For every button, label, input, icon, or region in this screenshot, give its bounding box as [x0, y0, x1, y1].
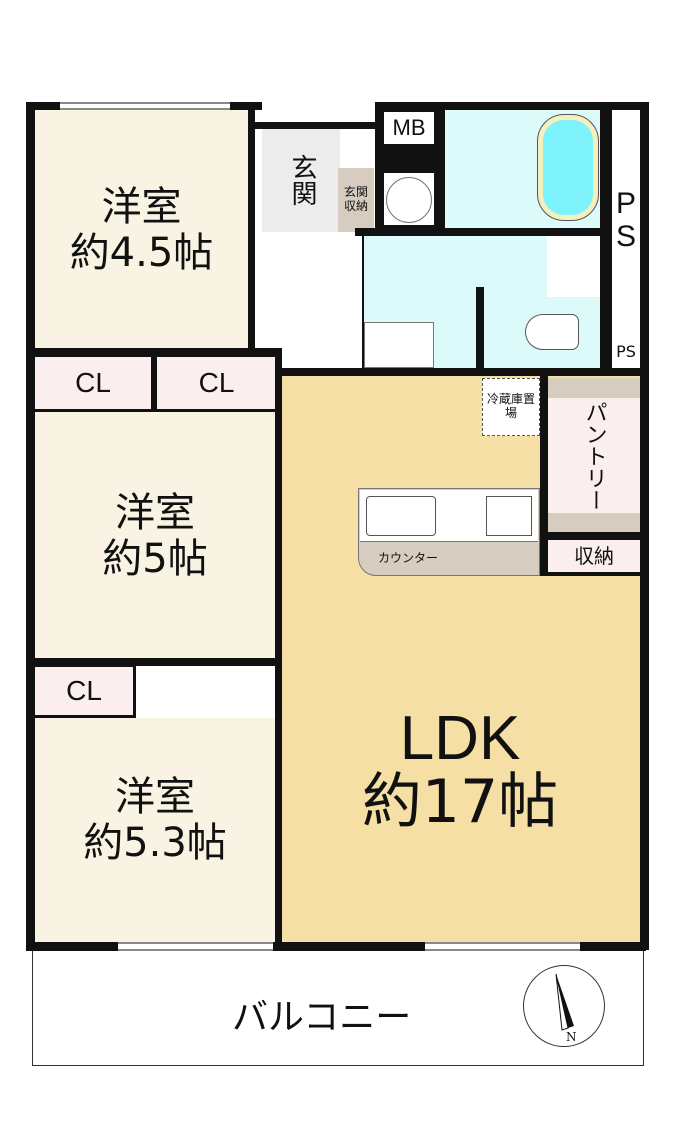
ldk-size: 約17帖	[361, 767, 559, 838]
western-room-3	[35, 718, 275, 942]
closet-label: CL	[198, 367, 235, 398]
room-name: 洋室	[115, 774, 195, 820]
room-name: 洋室	[115, 490, 195, 536]
pipe-space: PS	[612, 112, 640, 327]
fridge-space: 冷蔵庫置場	[482, 378, 540, 436]
balcony	[32, 951, 644, 1066]
wall	[275, 348, 282, 948]
entrance-storage-label: 玄関収納	[343, 185, 368, 213]
wall	[540, 532, 645, 540]
toilet-icon	[525, 314, 579, 350]
compass-needle-icon	[555, 973, 574, 1031]
western-room-3-label: 洋室 約5.3帖	[35, 760, 275, 880]
entrance: 玄関	[262, 128, 340, 232]
closet-label: CL	[66, 675, 102, 706]
ldk-name: LDK	[399, 703, 521, 773]
fridge-label: 冷蔵庫置場	[486, 392, 535, 420]
wall	[600, 102, 612, 377]
room-size: 約4.5帖	[69, 230, 214, 276]
entrance-storage: 玄関収納	[338, 168, 374, 232]
meter-box: MB	[384, 112, 434, 144]
stove-icon	[486, 496, 532, 536]
outer-wall	[26, 102, 35, 950]
mb-label: MB	[392, 115, 426, 141]
wall	[26, 658, 281, 666]
sink-icon	[364, 322, 434, 368]
closet-1: CL	[32, 354, 154, 412]
pipe-space-small: PS	[612, 336, 640, 368]
wall	[275, 368, 647, 376]
wall	[476, 287, 484, 372]
balcony-label: バルコニー	[232, 997, 412, 1038]
counter-label: カウンター	[378, 551, 439, 565]
western-room-2: 洋室 約5帖	[35, 412, 275, 660]
outer-wall	[375, 102, 647, 110]
room-size: 約5帖	[102, 536, 208, 582]
wall	[355, 228, 610, 236]
pantry: パントリー	[548, 378, 640, 533]
ldk-label: LDK 約17帖	[300, 685, 620, 855]
washer-icon	[386, 177, 432, 223]
storage: 収納	[548, 540, 640, 576]
window	[425, 942, 580, 951]
north-label: N	[566, 1030, 577, 1044]
room-size: 約5.3帖	[83, 820, 227, 866]
western-room-1: 洋室 約4.5帖	[35, 110, 255, 350]
room-name: 洋室	[101, 184, 182, 230]
compass-icon: N	[523, 965, 605, 1047]
kitchen-sink-icon	[366, 496, 436, 536]
pantry-label: パントリー	[581, 400, 607, 511]
bathtub-icon	[537, 114, 599, 221]
wall	[255, 122, 380, 129]
window	[60, 102, 230, 110]
storage-label: 収納	[574, 543, 614, 568]
outer-wall	[26, 942, 646, 951]
wall	[540, 376, 548, 576]
washer-space	[384, 173, 434, 225]
outer-wall	[640, 102, 649, 950]
window	[118, 942, 273, 951]
ps-label: PS	[616, 186, 637, 253]
ps-label: PS	[616, 341, 636, 361]
closet-3: CL	[32, 664, 136, 718]
kitchen-top	[360, 490, 538, 542]
wall	[26, 348, 281, 356]
closet-label: CL	[75, 367, 111, 398]
entrance-label: 玄関	[286, 154, 317, 206]
closet-2: CL	[154, 354, 279, 412]
